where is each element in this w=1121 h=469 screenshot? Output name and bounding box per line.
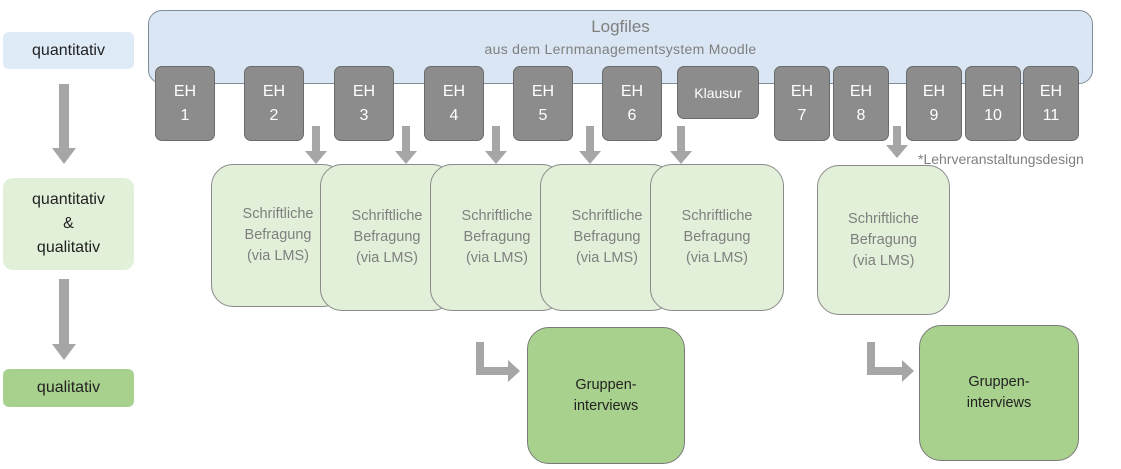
unit-label: EH (620, 82, 644, 100)
level-arrow-2 (52, 279, 76, 360)
unit-eh-3: EH 3 (334, 66, 394, 141)
survey-line-2: Befragung (573, 229, 641, 245)
level-quantitative-label: quantitativ (32, 41, 105, 59)
unit-number: 10 (984, 106, 1002, 124)
unit-label: EH (849, 82, 873, 100)
unit-label: EH (531, 82, 555, 100)
level-mixed-line-2: & (63, 215, 74, 232)
unit-number: 7 (797, 106, 807, 124)
down-arrow-eh3 (395, 126, 417, 164)
unit-number: 2 (269, 106, 279, 124)
interview-box-1: Gruppen- interviews (527, 327, 685, 464)
unit-number: 9 (929, 106, 939, 124)
interview-line-1: Gruppen- (575, 376, 637, 393)
interview-line-1: Gruppen- (968, 374, 1030, 390)
level-qualitative: qualitativ (3, 369, 134, 407)
unit-label: EH (442, 82, 466, 100)
survey-line-3: (via LMS) (852, 252, 915, 269)
unit-number: 8 (856, 106, 866, 124)
survey-line-3: (via LMS) (355, 250, 419, 266)
survey-line-1: Schriftliche (461, 208, 533, 224)
unit-number: 4 (449, 106, 459, 124)
survey-line-2: Befragung (353, 229, 421, 245)
logfiles-title: Logfiles (591, 17, 650, 36)
survey-line-3: (via LMS) (575, 250, 639, 266)
survey-line-1: Schriftliche (571, 208, 643, 224)
interview-box-2: Gruppen- interviews (919, 325, 1079, 461)
level-arrow-1 (52, 84, 76, 164)
survey-line-3: (via LMS) (685, 250, 749, 266)
unit-eh-6: EH 6 (602, 66, 662, 141)
level-quantitative: quantitativ (3, 32, 134, 69)
down-arrow-eh8 (886, 126, 908, 158)
level-mixed: quantitativ & qualitativ (3, 178, 134, 270)
unit-number: 11 (1042, 106, 1060, 124)
bent-arrow-1 (476, 342, 520, 382)
unit-label: EH (1039, 82, 1063, 100)
design-note: *Lehrveranstaltungsdesign (918, 151, 1084, 167)
bent-arrow-2 (867, 342, 914, 382)
survey-line-1: Schriftliche (242, 206, 314, 222)
interview-line-2: interviews (966, 395, 1032, 411)
unit-eh-4: EH 4 (424, 66, 484, 141)
interview-line-2: interviews (573, 397, 639, 414)
survey-line-2: Befragung (683, 229, 751, 245)
unit-label: EH (922, 82, 946, 100)
survey-line-2: Befragung (244, 227, 312, 243)
down-arrow-eh4 (485, 126, 507, 164)
unit-eh-5: EH 5 (513, 66, 573, 141)
unit-eh-2: EH 2 (244, 66, 304, 141)
down-arrow-klausur (670, 126, 692, 164)
unit-eh-9: EH 9 (906, 66, 962, 141)
survey-line-3: (via LMS) (246, 248, 310, 264)
survey-line-2: Befragung (850, 231, 917, 248)
unit-label: Klausur (694, 84, 742, 101)
unit-eh-7: EH 7 (774, 66, 830, 141)
unit-number: 5 (538, 106, 548, 124)
unit-label: EH (790, 82, 814, 100)
unit-label: EH (352, 82, 376, 100)
down-arrow-eh5 (579, 126, 601, 164)
survey-line-1: Schriftliche (848, 210, 919, 227)
level-mixed-line-1: quantitativ (32, 191, 105, 208)
survey-line-3: (via LMS) (465, 250, 529, 266)
survey-line-2: Befragung (463, 229, 531, 245)
level-mixed-line-3: qualitativ (36, 239, 101, 256)
unit-number: 3 (359, 106, 369, 124)
unit-label: EH (262, 82, 286, 100)
unit-eh-1: EH 1 (155, 66, 215, 141)
level-qualitative-label: qualitativ (36, 379, 101, 396)
unit-label: EH (173, 82, 197, 100)
unit-number: 1 (180, 106, 190, 124)
unit-number: 6 (627, 106, 637, 124)
survey-line-1: Schriftliche (681, 208, 753, 224)
logfiles-subtitle: aus dem Lernmanagementsystem Moodle (484, 41, 757, 57)
unit-eh-11: EH 11 (1023, 66, 1079, 141)
survey-box-6: Schriftliche Befragung (via LMS) (817, 165, 950, 315)
down-arrow-eh2 (305, 126, 327, 164)
unit-label: EH (981, 82, 1005, 100)
unit-eh-10: EH 10 (965, 66, 1021, 141)
survey-line-1: Schriftliche (351, 208, 423, 224)
unit-klausur: Klausur (677, 66, 759, 119)
unit-eh-8: EH 8 (833, 66, 889, 141)
survey-box-5: Schriftliche Befragung (via LMS) (650, 164, 784, 311)
